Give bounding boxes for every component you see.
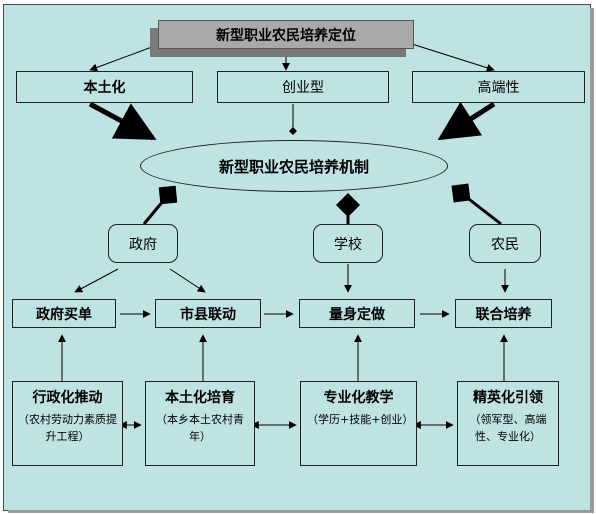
node-label: 联合培养 (475, 306, 532, 323)
node-description: （本乡本土农村青年） (156, 413, 244, 443)
center-label: 新型职业农民培养机制 (218, 157, 369, 176)
node-zhengfu-maidan: 政府买单 (12, 299, 116, 328)
actor-nongmin: 农民 (469, 224, 541, 263)
node-description: （学历+技能+创业） (307, 413, 414, 426)
node-label: 创业型 (282, 80, 324, 96)
title-plate: 新型职业农民培养定位 (158, 20, 414, 49)
node-title: 本土化培育 (165, 390, 235, 406)
node-shixian-liandong: 市县联动 (155, 299, 261, 328)
node-jingyinghua-yinling: 精英化引领 （领军型、高端性、专业化） (457, 381, 559, 466)
node-description: （领军型、高端性、专业化） (469, 413, 547, 443)
actor-label: 学校 (334, 236, 362, 253)
canvas-shadow-right (590, 8, 594, 512)
node-liangshen-dingzuo: 量身定做 (299, 299, 415, 328)
node-lianhe-peiyang: 联合培养 (455, 299, 552, 328)
node-label: 市县联动 (180, 306, 236, 323)
center-ellipse: 新型职业农民培养机制 (140, 140, 448, 192)
node-label: 量身定做 (329, 306, 385, 323)
node-label: 政府买单 (36, 306, 92, 323)
nongmin-to-center-line (451, 183, 502, 226)
node-chuangyexing: 创业型 (217, 71, 389, 103)
node-bentuhua-peiyu: 本土化培育 （本乡本土农村青年） (145, 381, 255, 466)
zhengfu-to-maidan-arrow (74, 268, 119, 293)
zhengfu-to-center-line (142, 185, 178, 225)
node-title: 精英化引领 (473, 390, 543, 406)
node-zhuanyehua-jiaoxue: 专业化教学 （学历+技能+创业） (300, 381, 417, 466)
actor-label: 政府 (129, 236, 157, 253)
bentuhua-to-center-arrow (88, 101, 157, 141)
title-text: 新型职业农民培养定位 (216, 27, 356, 44)
zhengfu-to-liandong-arrow (169, 268, 206, 293)
node-xingzhenghua-tuidong: 行政化推动 （农村劳动力素质提升工程） (12, 381, 123, 466)
node-label: 本土化 (83, 80, 126, 96)
node-description: （农村劳动力素质提升工程） (18, 413, 117, 443)
canvas-shadow-bottom (8, 510, 594, 513)
node-bentuhua: 本土化 (16, 71, 193, 103)
actor-zhengfu: 政府 (108, 224, 178, 263)
title-to-bentuhua-arrow (89, 43, 161, 72)
title-to-gaoduan-arrow (411, 43, 495, 72)
actor-label: 农民 (491, 236, 519, 253)
actor-xuexiao: 学校 (313, 224, 383, 263)
node-gaoduanxing: 高端性 (412, 71, 585, 103)
gaoduan-to-center-arrow (437, 101, 496, 141)
node-label: 高端性 (477, 80, 520, 96)
node-title: 专业化教学 (323, 390, 394, 406)
node-title: 行政化推动 (32, 390, 103, 406)
